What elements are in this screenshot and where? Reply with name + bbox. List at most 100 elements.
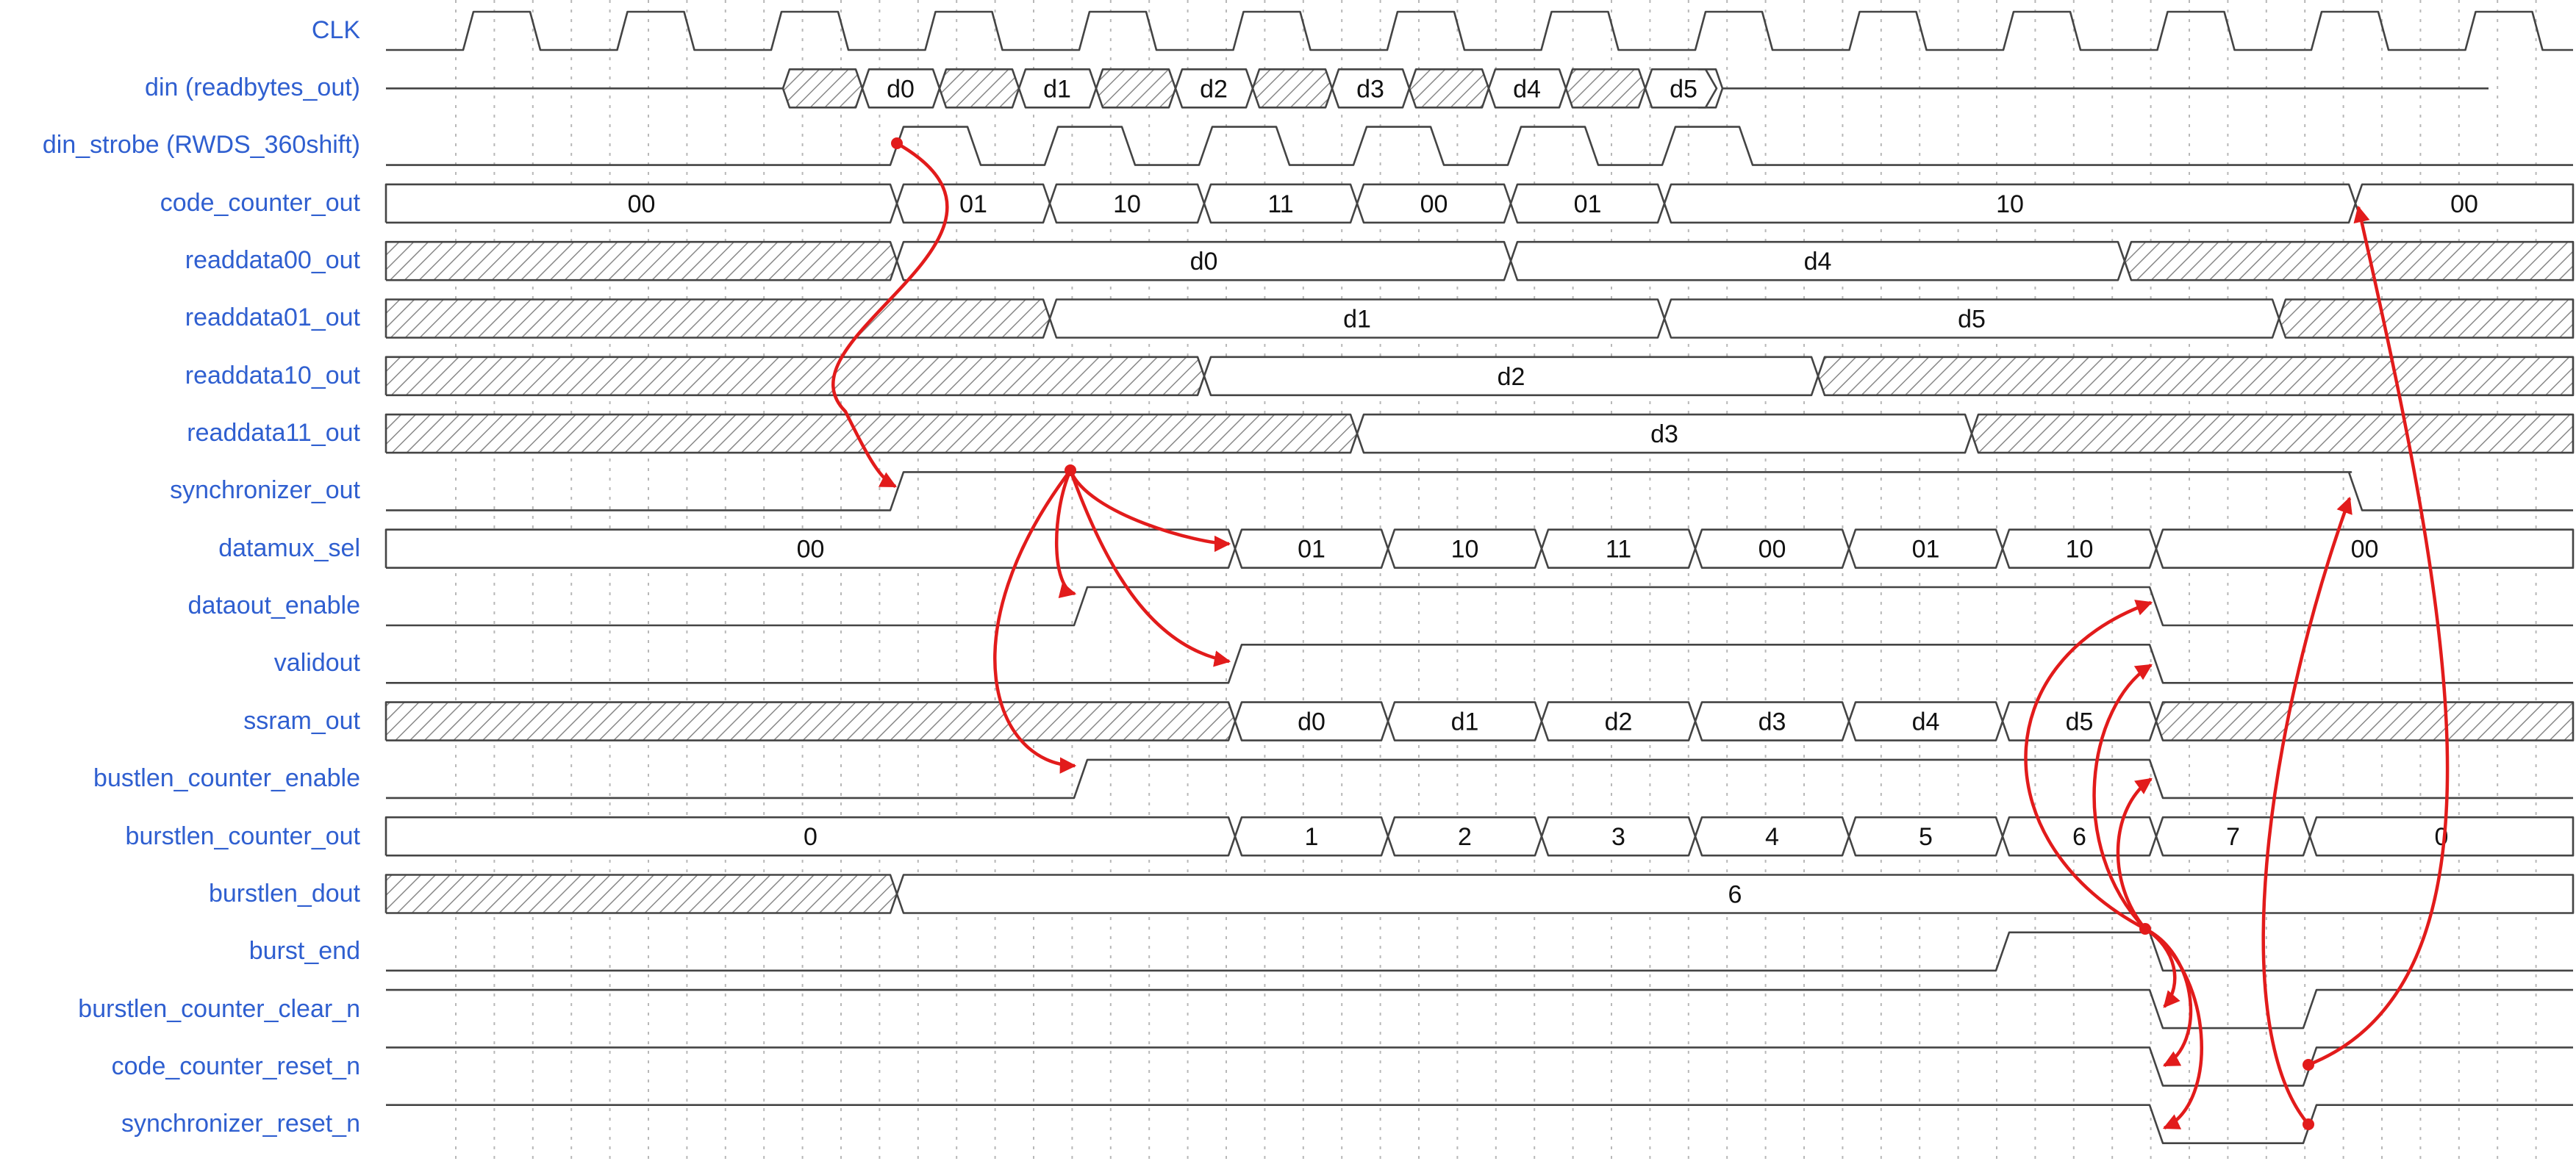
burstlen-dout-undefined (384, 874, 898, 914)
signal-label-bustlen-counter-enable: bustlen_counter_enable (93, 764, 360, 792)
burstlen-dout-value: 6 (1728, 881, 1742, 909)
signal-label-burstlen-counter-clear-n: burstlen_counter_clear_n (78, 995, 360, 1023)
readdata11-out-undefined (384, 413, 1359, 454)
signal-label-readdata11-out: readdata11_out (187, 419, 360, 447)
readdata10-out-undefined (1817, 356, 2575, 397)
din-value: d3 (1356, 75, 1384, 103)
din-value: d2 (1200, 75, 1228, 103)
code-counter-out-value: 10 (1996, 190, 2024, 218)
arrow-origin-dot (2303, 1059, 2314, 1071)
arrow-burstend-to-sync-reset (2144, 927, 2203, 1130)
code-counter-out-value: 01 (959, 190, 987, 218)
arrow-sync-to-dataout-enable (1054, 470, 1077, 598)
ssram-out-value: d1 (1451, 708, 1479, 736)
burstlen-counter-out-segment (2308, 816, 2575, 857)
dataout-enable-waveform (386, 586, 2573, 627)
burstlen-counter-out-value: 3 (1611, 823, 1625, 851)
signal-label-din: din (readbytes_out) (145, 73, 360, 101)
burstlen-counter-out-value: 0 (804, 823, 817, 851)
code-counter-out-value: 11 (1267, 190, 1293, 218)
din-value: d5 (1670, 75, 1697, 103)
signal-label-clk: CLK (312, 16, 360, 44)
din-segment (1644, 68, 1724, 109)
readdata10-out-undefined (384, 356, 1206, 397)
synchronizer-out-waveform (386, 471, 2573, 511)
arrow-sync-to-validout (1068, 470, 1231, 667)
arrow-code-reset-to-code-counter (2308, 205, 2450, 1067)
signal-label-synchronizer-out: synchronizer_out (170, 476, 360, 504)
signal-label-din-strobe: din_strobe (RWDS_360shift) (43, 131, 360, 159)
validout-waveform (386, 644, 2573, 684)
din-undefined (1564, 68, 1647, 109)
readdata00-out-undefined (2123, 240, 2575, 281)
datamux-sel-value: 00 (797, 536, 825, 564)
readdata11-out-undefined (1970, 413, 2575, 454)
signal-label-synchronizer-reset-n: synchronizer_reset_n (121, 1110, 360, 1138)
datamux-sel-segment (2155, 528, 2575, 569)
signal-label-ssram-out: ssram_out (243, 707, 360, 735)
din-value: d0 (887, 75, 915, 103)
bustlen-counter-enable-waveform (386, 758, 2573, 800)
arrow-origin-dot (2139, 923, 2151, 935)
signal-label-readdata01-out: readdata01_out (185, 303, 361, 331)
din-value: d1 (1043, 75, 1071, 103)
readdata01-out-value: d1 (1343, 306, 1371, 334)
code-counter-out-segment (384, 183, 898, 224)
causality-arrows (831, 137, 2450, 1130)
din-undefined (781, 68, 864, 109)
readdata01-out-undefined (384, 298, 1051, 339)
arrow-sync-to-datamux (1068, 470, 1231, 553)
din-undefined (1095, 68, 1177, 109)
signal-label-readdata10-out: readdata10_out (185, 362, 361, 389)
arrow-burstend-to-dataout-enable (2024, 600, 2153, 930)
burstlen-counter-out-value: 5 (1919, 823, 1933, 851)
din-undefined (938, 68, 1020, 109)
arrow-sync-reset-to-synchronizer (2261, 496, 2353, 1126)
ssram-out-value: d3 (1759, 708, 1786, 736)
ssram-out-value: d2 (1605, 708, 1633, 736)
burstlen-counter-out-value: 6 (2072, 823, 2086, 851)
din-value: d4 (1513, 75, 1541, 103)
synchronizer-reset-n-waveform (386, 1104, 2573, 1144)
arrow-strobe-to-synchronizer (831, 142, 949, 488)
signal-label-datamux-sel: datamux_sel (218, 534, 360, 562)
readdata00-out-value: d0 (1190, 248, 1218, 276)
code-counter-out-value: 00 (2450, 190, 2478, 218)
arrow-origin-dot (2303, 1118, 2314, 1130)
burstlen-counter-out-value: 1 (1305, 823, 1319, 851)
ssram-out-undefined (2155, 701, 2575, 741)
burst-end-waveform (386, 931, 2573, 972)
burstlen-counter-out-segment (384, 816, 1237, 857)
datamux-sel-value: 10 (1451, 536, 1479, 564)
arrow-burstend-to-counter (2116, 777, 2153, 930)
burstlen-dout-segment (895, 874, 2575, 914)
din-undefined (1408, 68, 1490, 109)
readdata01-out-value: d5 (1958, 306, 1986, 334)
signal-label-code-counter-reset-n: code_counter_reset_n (112, 1052, 360, 1080)
datamux-sel-value: 01 (1298, 536, 1325, 564)
datamux-sel-value: 00 (1759, 536, 1786, 564)
datamux-sel-segment (384, 528, 1237, 569)
arrow-sync-to-bustlen-enable (993, 469, 1077, 774)
burstlen-counter-out-value: 2 (1458, 823, 1472, 851)
readdata00-out-undefined (384, 240, 898, 281)
code-counter-out-value: 01 (1574, 190, 1602, 218)
signal-label-burst-end: burst_end (249, 937, 360, 965)
signal-label-code-counter-out: code_counter_out (160, 189, 361, 217)
signal-label-burstlen-dout: burstlen_dout (209, 880, 361, 908)
readdata01-out-undefined (2278, 298, 2575, 339)
arrow-burstend-to-validout (2092, 664, 2153, 930)
din-undefined (1251, 68, 1334, 109)
datamux-sel-value: 00 (2351, 536, 2379, 564)
datamux-sel-value: 10 (2066, 536, 2094, 564)
burstlen-counter-clear-n-waveform (386, 988, 2573, 1030)
signal-label-burstlen-counter-out: burstlen_counter_out (126, 822, 361, 850)
ssram-out-value: d4 (1912, 708, 1940, 736)
readdata11-out-value: d3 (1650, 420, 1678, 448)
code-counter-out-value: 00 (1420, 190, 1448, 218)
din-strobe-waveform (386, 126, 2573, 166)
arrow-origin-dot (891, 137, 903, 149)
code-counter-out-value: 00 (628, 190, 656, 218)
